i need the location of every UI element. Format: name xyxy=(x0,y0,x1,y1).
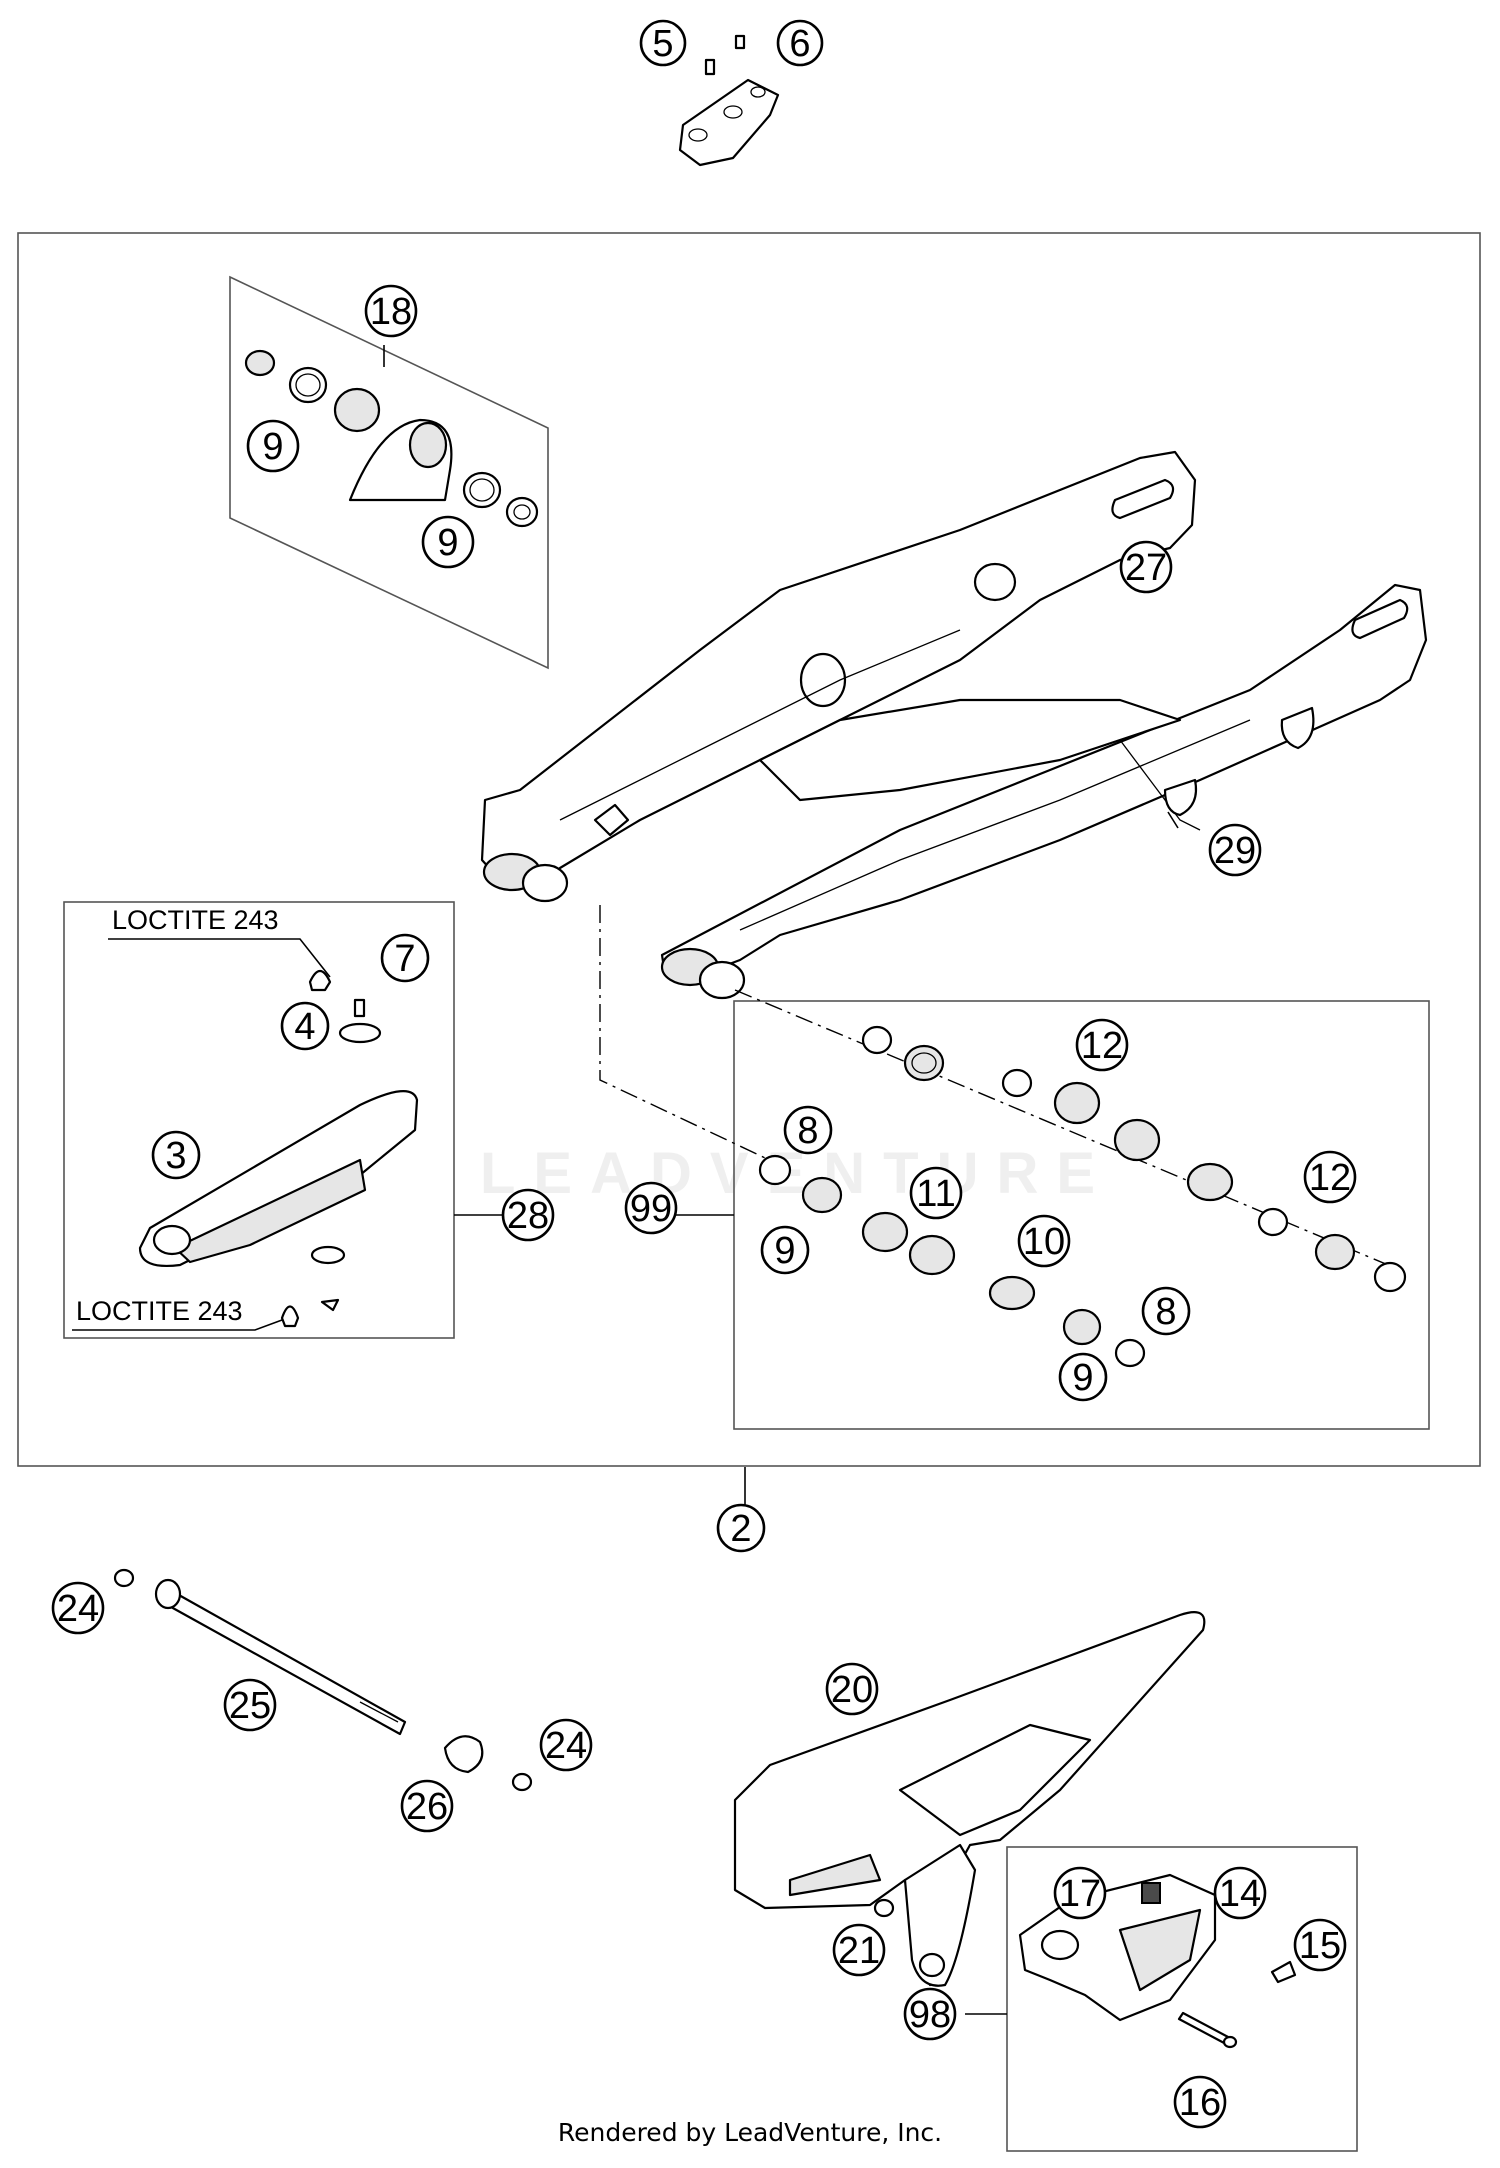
callout-15: 15 xyxy=(1293,1918,1347,1972)
svg-text:21: 21 xyxy=(838,1930,880,1972)
svg-text:17: 17 xyxy=(1059,1873,1101,1915)
svg-text:9: 9 xyxy=(262,426,283,468)
callout-8: 8 xyxy=(783,1105,833,1155)
callout-8: 8 xyxy=(1141,1286,1191,1336)
svg-text:16: 16 xyxy=(1179,2082,1221,2124)
svg-text:14: 14 xyxy=(1219,1873,1261,1915)
callout-9: 9 xyxy=(246,419,300,473)
chain-guard xyxy=(733,1611,1206,1987)
svg-text:8: 8 xyxy=(797,1110,818,1152)
swingarm xyxy=(480,450,1428,1000)
svg-text:99: 99 xyxy=(630,1188,672,1230)
callout-9: 9 xyxy=(1058,1352,1108,1402)
callout-9: 9 xyxy=(760,1225,810,1275)
loctite-note: LOCTITE 243 xyxy=(76,1296,243,1326)
callout-18: 18 xyxy=(364,284,418,338)
svg-text:6: 6 xyxy=(789,23,810,65)
swingarm-assembly-box xyxy=(17,232,1481,1467)
svg-text:3: 3 xyxy=(165,1135,186,1177)
svg-text:12: 12 xyxy=(1309,1157,1351,1199)
svg-text:8: 8 xyxy=(1155,1291,1176,1333)
svg-text:25: 25 xyxy=(229,1685,271,1727)
chain-guide-box xyxy=(1006,1846,1358,2152)
callout-7: 7 xyxy=(380,933,430,983)
loctite-note: LOCTITE 243 xyxy=(112,905,279,935)
svg-text:7: 7 xyxy=(394,938,415,980)
svg-text:4: 4 xyxy=(294,1006,315,1048)
callout-24: 24 xyxy=(539,1718,593,1772)
callout-10: 10 xyxy=(1017,1214,1071,1268)
callout-4: 4 xyxy=(280,1001,330,1051)
clamp-part xyxy=(678,34,780,167)
bearing-kit-parts xyxy=(758,1025,1407,1368)
svg-text:24: 24 xyxy=(545,1725,587,1767)
svg-text:28: 28 xyxy=(507,1195,549,1237)
svg-text:9: 9 xyxy=(437,522,458,564)
callout-21: 21 xyxy=(832,1923,886,1977)
callout-5: 5 xyxy=(639,19,687,67)
svg-text:98: 98 xyxy=(909,1994,951,2036)
callout-14: 14 xyxy=(1213,1866,1267,1920)
svg-text:10: 10 xyxy=(1023,1221,1065,1263)
svg-text:15: 15 xyxy=(1299,1925,1341,1967)
footer-credit: Rendered by LeadVenture, Inc. xyxy=(557,2118,943,2147)
callout-98: 98 xyxy=(903,1987,957,2041)
svg-text:26: 26 xyxy=(406,1786,448,1828)
callout-27: 27 xyxy=(1119,540,1173,594)
svg-text:27: 27 xyxy=(1125,547,1167,589)
callout-6: 6 xyxy=(776,19,824,67)
svg-text:9: 9 xyxy=(774,1230,795,1272)
callout-25: 25 xyxy=(223,1678,277,1732)
callout-17: 17 xyxy=(1053,1866,1107,1920)
callout-3: 3 xyxy=(151,1130,201,1180)
svg-text:11: 11 xyxy=(916,1173,955,1215)
svg-text:5: 5 xyxy=(652,23,673,65)
svg-text:2: 2 xyxy=(730,1508,751,1550)
chain-slider-box xyxy=(63,901,455,1339)
callout-20: 20 xyxy=(825,1662,879,1716)
chain-slider-parts xyxy=(138,969,419,1328)
pivot-axis-line-right xyxy=(734,989,1401,1271)
svg-text:12: 12 xyxy=(1081,1025,1123,1067)
callout-29: 29 xyxy=(1208,823,1262,877)
pivot-axis-line-left xyxy=(599,905,781,1166)
callout-12: 12 xyxy=(1303,1150,1357,1204)
svg-text:20: 20 xyxy=(831,1669,873,1711)
callout-9: 9 xyxy=(421,515,475,569)
callout-28: 28 xyxy=(501,1188,555,1242)
pivot-kit-box xyxy=(229,275,549,670)
callout-16: 16 xyxy=(1173,2075,1227,2129)
callout-99: 99 xyxy=(624,1181,678,1235)
axle-parts xyxy=(113,1568,533,1792)
svg-text:9: 9 xyxy=(1072,1357,1093,1399)
pivot-kit-parts xyxy=(244,349,539,528)
svg-text:29: 29 xyxy=(1214,830,1256,872)
callout-2: 2 xyxy=(716,1503,766,1553)
callout-24: 24 xyxy=(51,1581,105,1635)
svg-text:18: 18 xyxy=(370,291,412,333)
callout-11: 11 xyxy=(909,1166,963,1220)
callout-26: 26 xyxy=(400,1779,454,1833)
leader-lines xyxy=(72,345,1179,2015)
svg-text:24: 24 xyxy=(57,1588,99,1630)
callout-12: 12 xyxy=(1075,1018,1129,1072)
